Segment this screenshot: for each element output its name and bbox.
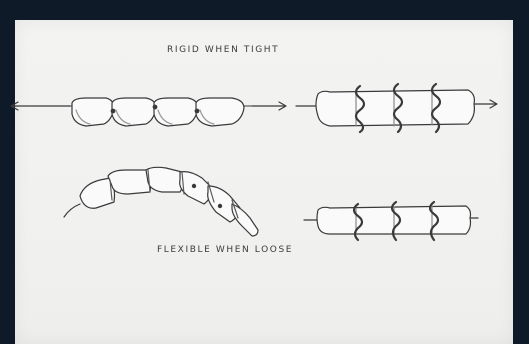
cord-end-left <box>64 204 80 217</box>
segment <box>108 170 151 194</box>
flexible-chain-curved <box>64 167 258 236</box>
pivot-dot <box>192 184 195 187</box>
segment <box>196 98 244 126</box>
segment <box>72 98 114 126</box>
segment <box>112 98 156 126</box>
flexible-chain-top-view <box>304 202 478 240</box>
segment <box>80 178 115 208</box>
pivot-dot <box>218 204 221 207</box>
segment <box>146 167 184 192</box>
chain-body <box>316 90 474 126</box>
pivot-dot <box>111 109 115 113</box>
pivot-dot <box>195 109 199 113</box>
pivot-dot <box>153 105 157 109</box>
segment <box>154 98 198 126</box>
segment-tail <box>232 204 258 236</box>
rigid-chain-side-view <box>11 98 286 126</box>
rigid-chain-top-view <box>296 84 497 132</box>
segment <box>180 172 212 204</box>
